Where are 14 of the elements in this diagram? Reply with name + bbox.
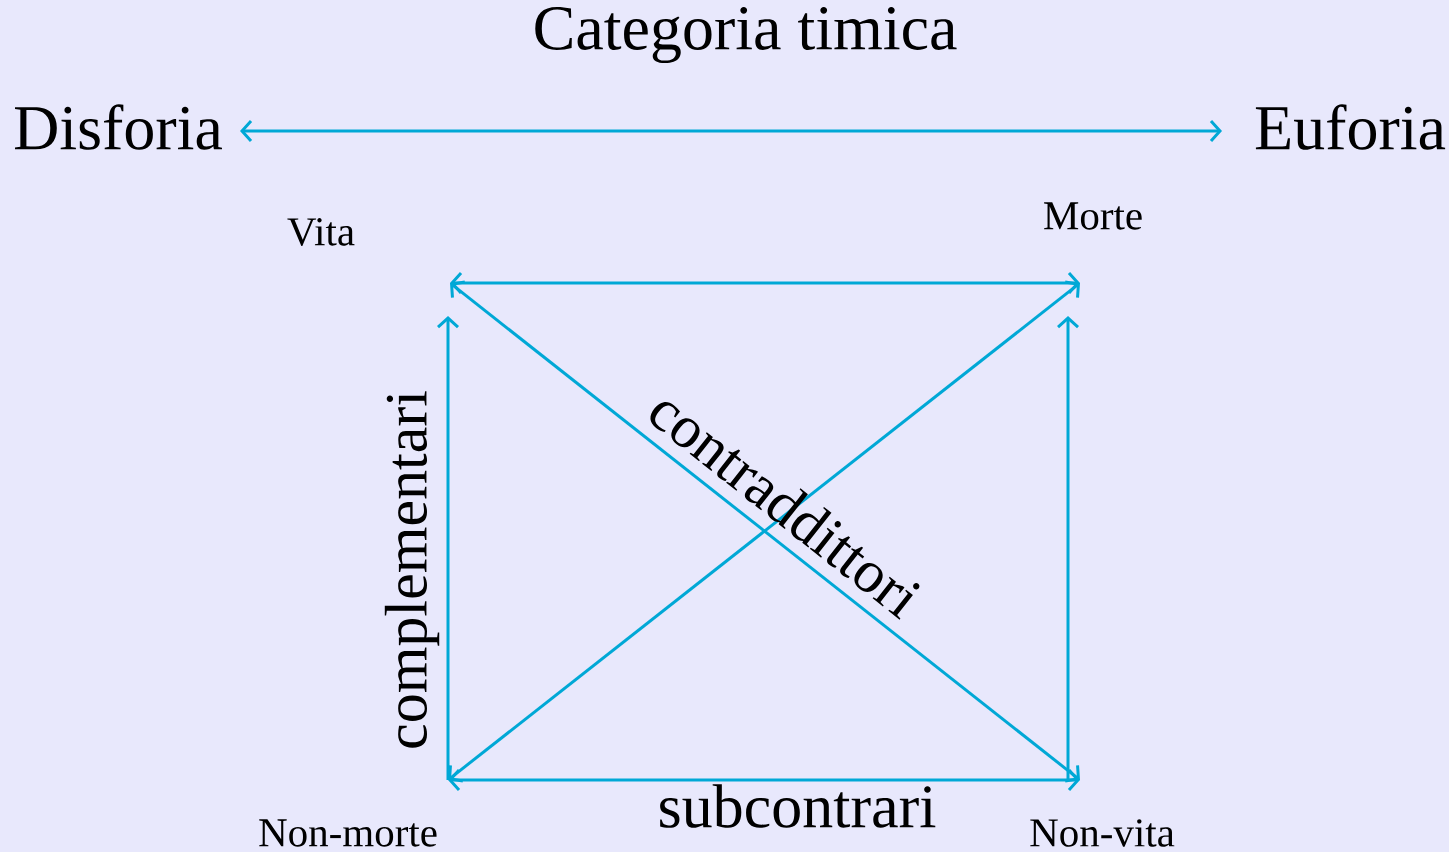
- edge-label: subcontrari: [660, 784, 936, 828]
- arrow: [240, 120, 1222, 142]
- node-label: Morte: [1044, 202, 1142, 230]
- node-label: Euforia: [1255, 104, 1446, 150]
- node-label: Non-morte: [259, 819, 437, 847]
- arrow: [437, 316, 459, 780]
- arrow: [450, 272, 1080, 294]
- edge-label: complementari: [384, 391, 440, 748]
- node-label: Non-vita: [1030, 819, 1175, 847]
- node-label: Disforia: [15, 104, 222, 150]
- arrow: [448, 769, 1080, 791]
- node-label: Vita: [287, 218, 355, 246]
- arrow: [1057, 316, 1079, 780]
- title: Categoria timica: [535, 6, 957, 64]
